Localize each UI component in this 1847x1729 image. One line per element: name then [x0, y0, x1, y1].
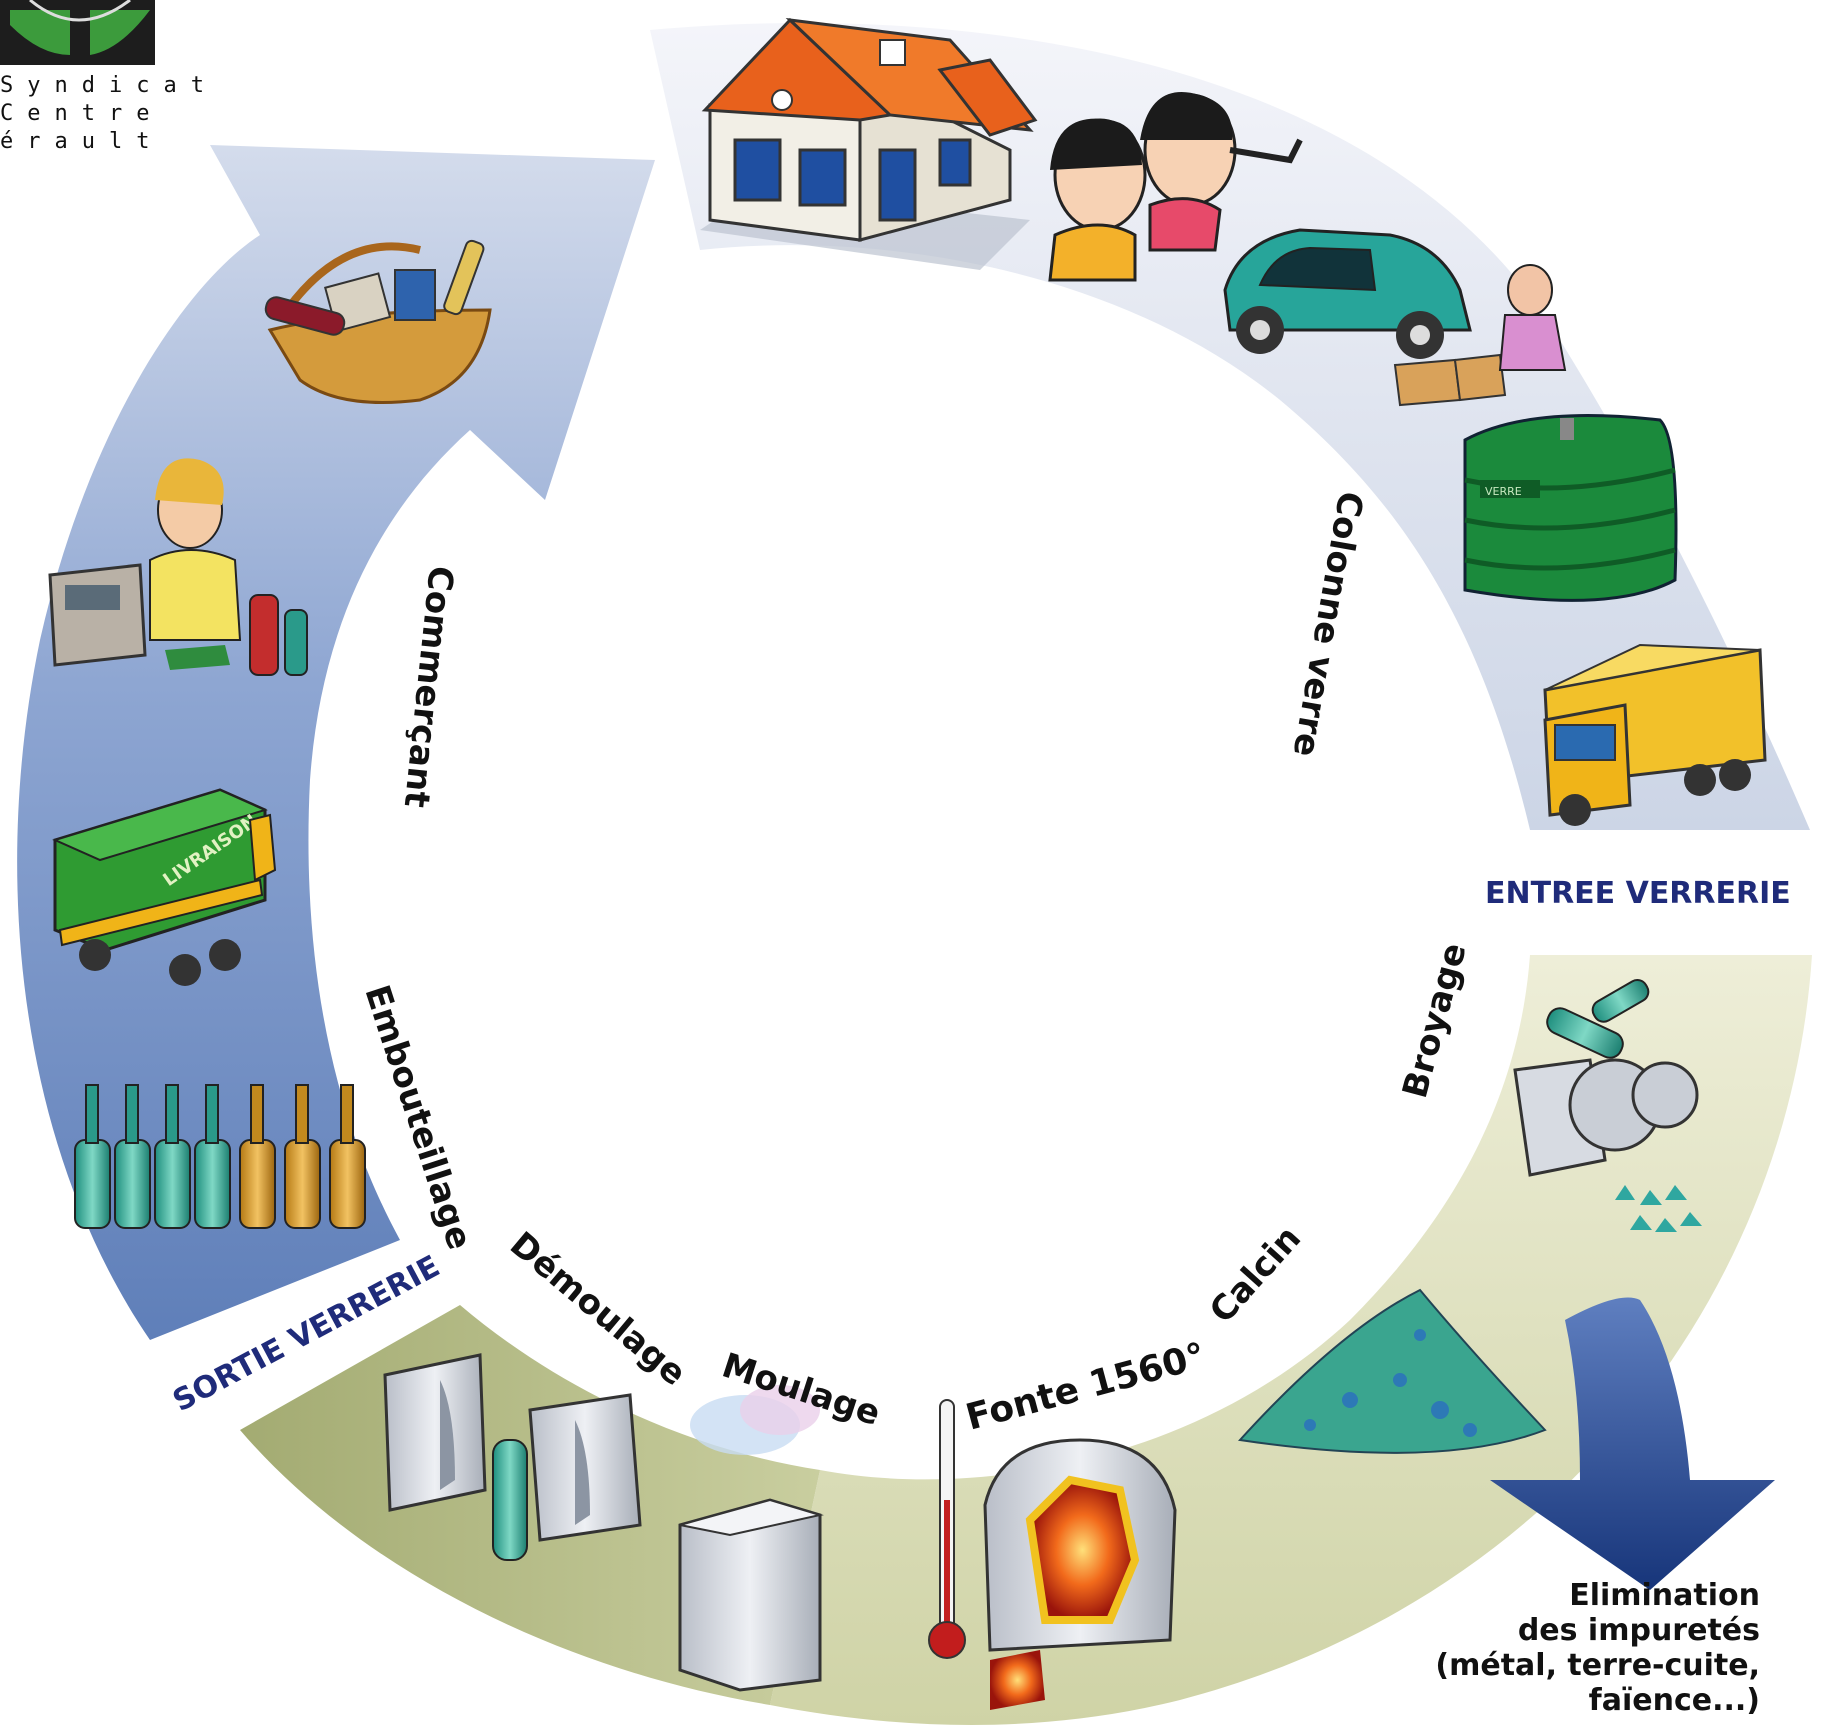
zone-label-entree: ENTREE VERRERIE — [1485, 876, 1791, 911]
elimination-caption: Elimination des impuretés (métal, terre-… — [1400, 1578, 1760, 1718]
step-label-calcin: Calcin — [1202, 1218, 1309, 1331]
elimination-line3: (métal, terre-cuite, — [1435, 1648, 1760, 1683]
shopkeeper-illustration — [48, 458, 308, 676]
step-label-broyage: Broyage — [1395, 939, 1475, 1102]
mould-illustration — [678, 1385, 824, 1692]
logo-mark — [0, 0, 155, 65]
car-illustration — [1223, 228, 1567, 407]
logo-text-line3: érault — [0, 129, 164, 154]
elimination-line4: faïence...) — [1588, 1683, 1760, 1718]
step-label-colonne-verre: Colonne verre — [1285, 488, 1371, 759]
logo-text-line1: Syndicat — [0, 73, 218, 98]
logo-text-line2: Centre — [0, 101, 164, 126]
ring-segment-distribution — [17, 145, 655, 1340]
demoulding-illustration — [383, 1353, 642, 1561]
delivery-truck-illustration: LIVRAISON — [52, 788, 277, 986]
furnace-illustration — [928, 1399, 1177, 1710]
elimination-arrow — [1490, 1297, 1775, 1590]
house-illustration — [700, 17, 1038, 270]
yellow-truck-illustration — [1543, 643, 1767, 826]
bin-label: VERRE — [1485, 485, 1522, 498]
bottles-illustration — [74, 1084, 366, 1229]
basket-illustration — [264, 239, 492, 404]
children-illustration — [1048, 92, 1303, 282]
cullet-pile-illustration — [1238, 1288, 1547, 1454]
elimination-line2: des impuretés — [1517, 1613, 1760, 1648]
crusher-illustration — [1513, 979, 1702, 1232]
glass-bin-illustration: VERRE — [1463, 414, 1678, 602]
elimination-line1: Elimination — [1569, 1578, 1760, 1613]
